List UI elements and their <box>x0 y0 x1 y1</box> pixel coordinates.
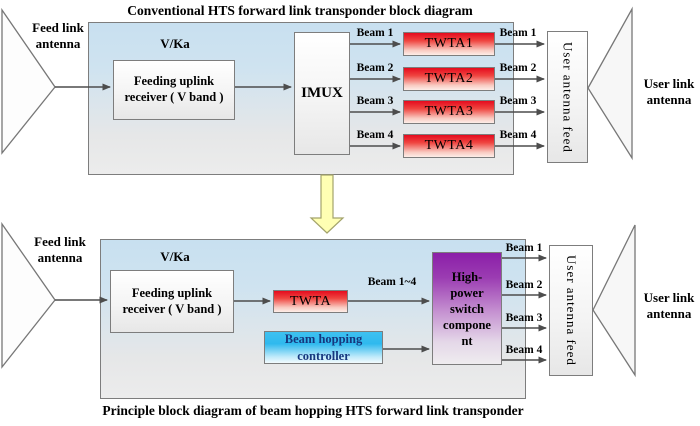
vka-label-top: V/Ka <box>160 36 190 51</box>
controller-label-line2: controller <box>297 348 350 363</box>
user-link-antenna-label-bottom-line1: User link <box>643 290 695 305</box>
beam-out-bottom-label-1: Beam 1 <box>505 242 543 254</box>
user-antenna-feed-label-top: User antenna feed <box>560 41 576 153</box>
imux-label: IMUX <box>301 85 343 101</box>
twta4-box: TWTA4 <box>403 134 495 158</box>
imux-box: IMUX <box>294 32 350 155</box>
feeding-uplink-receiver-box-bottom: Feeding uplink receiver ( V band ) <box>110 270 234 333</box>
top-diagram-title: Conventional HTS forward link transponde… <box>127 3 473 18</box>
user-link-antenna-shape-top <box>587 6 633 161</box>
user-link-antenna-label-top: User link antenna <box>638 76 700 109</box>
beam-out-top-label-2: Beam 2 <box>499 62 537 74</box>
vka-label-bottom: V/Ka <box>160 249 190 264</box>
beam-hopping-controller-box: Beam hopping controller <box>264 331 383 364</box>
twta2-box: TWTA2 <box>403 67 495 91</box>
user-antenna-feed-box-bottom: User antenna feed <box>549 245 593 376</box>
twta1-label: TWTA1 <box>424 36 474 51</box>
twta1-box: TWTA1 <box>403 32 495 56</box>
twta-box-bottom: TWTA <box>273 290 348 313</box>
feed-link-antenna-label-top-line1: Feed link <box>32 20 84 35</box>
feed-link-antenna-label-bottom: Feed link antenna <box>20 234 100 267</box>
bottom-diagram-caption: Principle block diagram of beam hopping … <box>102 403 524 418</box>
twta3-label: TWTA3 <box>424 104 474 119</box>
user-link-antenna-shape-bottom <box>592 224 636 378</box>
user-antenna-feed-label-bottom: User antenna feed <box>564 255 579 366</box>
feed-link-antenna-label-bottom-line1: Feed link <box>34 234 86 249</box>
feed-link-antenna-label-bottom-line2: antenna <box>37 250 83 266</box>
receiver-bottom-line2: receiver ( V band ) <box>122 301 222 316</box>
beam-out-top-label-1: Beam 1 <box>499 27 537 39</box>
beam-in-label-2: Beam 2 <box>356 62 394 74</box>
switch-label-line1: High- <box>451 269 483 284</box>
down-block-arrow-icon <box>309 174 345 234</box>
beam-out-top-label-3: Beam 3 <box>499 95 537 107</box>
switch-label-line4: compone <box>443 317 491 332</box>
user-link-antenna-label-bottom: User link antenna <box>638 290 700 323</box>
receiver-bottom-line1: Feeding uplink <box>131 285 213 300</box>
beam-in-label-1: Beam 1 <box>356 27 394 39</box>
feed-link-antenna-label-top-line2: antenna <box>35 36 81 52</box>
beam-in-label-4: Beam 4 <box>356 129 394 141</box>
switch-label-line2: power <box>450 285 484 300</box>
twta4-label: TWTA4 <box>424 138 474 153</box>
user-link-antenna-label-top-line2: antenna <box>646 92 692 108</box>
controller-label-line1: Beam hopping <box>284 332 363 347</box>
twta3-box: TWTA3 <box>403 100 495 124</box>
twta2-label: TWTA2 <box>424 71 474 86</box>
high-power-switch-box: High- power switch compone nt <box>432 252 502 365</box>
user-antenna-feed-box-top: User antenna feed <box>547 31 588 163</box>
feed-link-antenna-label-top: Feed link antenna <box>18 20 98 53</box>
twta-label-bottom: TWTA <box>289 293 332 309</box>
receiver-top-line2: receiver ( V band ) <box>124 90 224 104</box>
beam-out-top-label-4: Beam 4 <box>499 129 537 141</box>
beam-out-bottom-label-2: Beam 2 <box>505 279 543 291</box>
switch-label-line3: switch <box>449 301 485 316</box>
user-link-antenna-label-bottom-line2: antenna <box>646 306 692 322</box>
feeding-uplink-receiver-box-top: Feeding uplink receiver ( V band ) <box>113 60 235 120</box>
beam-out-bottom-label-4: Beam 4 <box>505 344 543 356</box>
beam-group-label: Beam 1~4 <box>367 276 417 288</box>
beam-in-label-3: Beam 3 <box>356 95 394 107</box>
user-link-antenna-label-top-line1: User link <box>643 76 695 91</box>
switch-label-line5: nt <box>461 333 473 348</box>
receiver-top-line1: Feeding uplink <box>133 74 215 89</box>
beam-out-bottom-label-3: Beam 3 <box>505 312 543 324</box>
